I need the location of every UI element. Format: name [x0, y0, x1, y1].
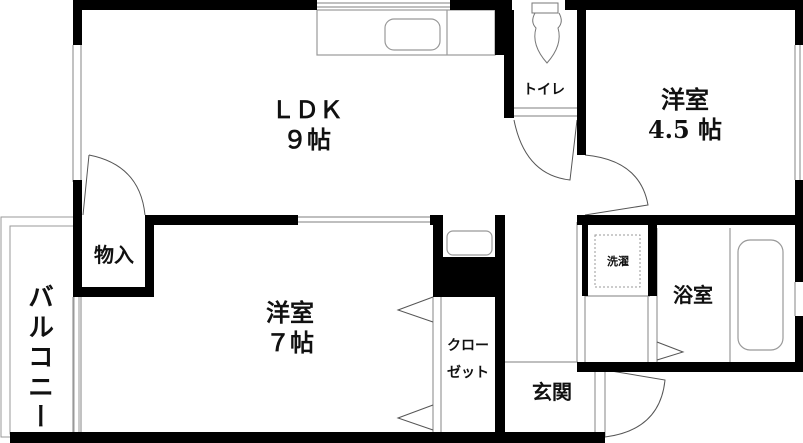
door-ldk-storage: [82, 154, 146, 216]
room-entrance-label: 玄関: [520, 380, 584, 405]
room-size: ９帖: [283, 125, 331, 154]
kitchen-sink-icon: [384, 18, 441, 51]
door-toilet: [513, 119, 578, 181]
room-bathroom-label: 浴室: [660, 283, 726, 308]
room-laundry-label: 洗濯: [597, 255, 639, 269]
room-name: ＬＤＫ: [271, 95, 343, 124]
room-western-7-label: 洋室 ７帖: [250, 298, 330, 358]
door-bathroom: [656, 341, 685, 361]
kitchen-counter: [316, 9, 496, 56]
room-name: 洗濯: [607, 255, 629, 268]
bathtub-icon: [737, 239, 784, 351]
washing-machine-space: [594, 234, 641, 288]
wash-basin-icon: [446, 230, 493, 256]
room-name: トイレ: [523, 82, 565, 98]
room-name: 洋室: [266, 298, 314, 327]
room-storage-label: 物入: [83, 243, 145, 268]
room-size: ７帖: [266, 328, 314, 357]
door-closet-top: [396, 296, 434, 323]
room-name: 物入: [94, 243, 134, 267]
room-size: 4.5 帖: [647, 115, 723, 144]
room-name: クロー: [447, 338, 489, 354]
room-name: 浴室: [673, 283, 713, 307]
room-name: バルコニー: [23, 283, 54, 433]
room-name-2: ゼット: [447, 364, 489, 381]
room-toilet-label: トイレ: [512, 82, 576, 100]
walls: [10, 0, 803, 443]
door-western-4-5: [584, 154, 649, 216]
room-ldk-label: ＬＤＫ ９帖: [262, 95, 352, 155]
toilet-icon: [531, 2, 562, 64]
door-entrance: [604, 369, 666, 438]
room-closet-label: クロー ゼット: [441, 333, 495, 386]
room-name: 洋室: [661, 85, 709, 114]
room-name: 玄関: [532, 380, 572, 404]
room-balcony-label: バルコニー: [22, 283, 55, 433]
door-closet-bottom: [396, 404, 434, 431]
room-western-4-5-label: 洋室 4.5 帖: [640, 85, 730, 145]
